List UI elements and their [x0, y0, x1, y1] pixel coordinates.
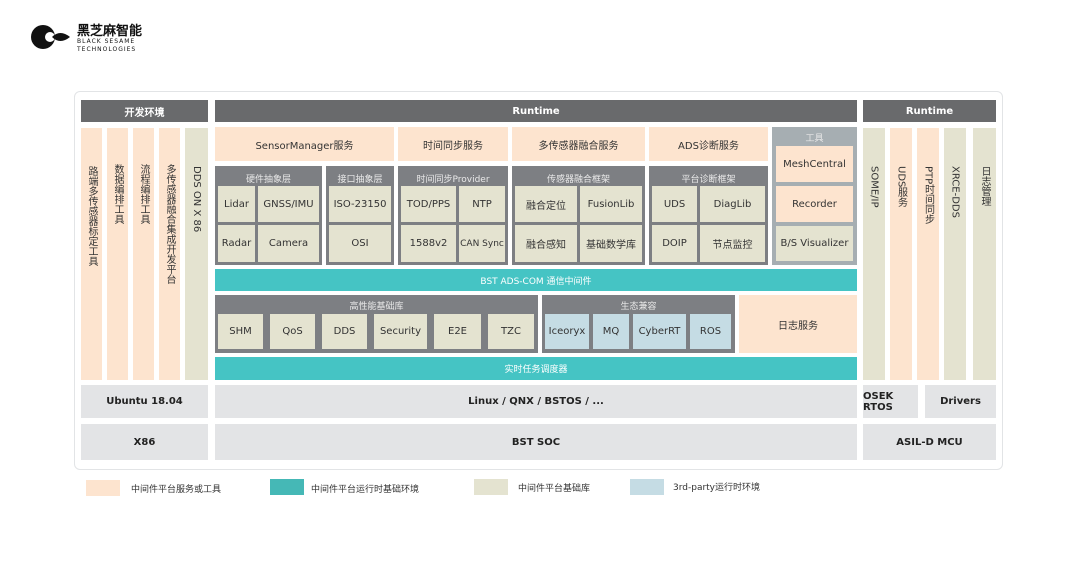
- tool-bs-visualizer: B/S Visualizer: [776, 226, 853, 261]
- left-dds: DDS ON X 86: [185, 128, 208, 380]
- perf-qos: QoS: [270, 314, 315, 349]
- iface-osi: OSI: [329, 225, 391, 262]
- iface-iso23150: ISO-23150: [329, 186, 391, 222]
- perf-group-title: 高性能基础库: [349, 302, 404, 312]
- legend-label-1: 中间件平台运行时基础环境: [311, 485, 420, 495]
- perf-tzc: TZC: [488, 314, 534, 349]
- center-hw: BST SOC: [215, 424, 857, 460]
- fusion-localization: 融合定位: [515, 186, 577, 222]
- legend-swatch-3: [630, 479, 664, 495]
- right-col-log-mgmt: 日志管理: [973, 128, 996, 380]
- legend-swatch-2: [474, 479, 508, 495]
- diag-doip: DOIP: [652, 225, 697, 262]
- diag-node-monitor: 节点监控: [700, 225, 765, 262]
- perf-e2e: E2E: [434, 314, 481, 349]
- right-header: Runtime: [863, 100, 996, 122]
- perf-shm: SHM: [218, 314, 263, 349]
- eco-mq: MQ: [593, 314, 629, 349]
- legend-swatch-0: [86, 480, 120, 496]
- eco-ros: ROS: [690, 314, 731, 349]
- right-hw: ASIL-D MCU: [863, 424, 996, 460]
- eco-iceoryx: Iceoryx: [545, 314, 589, 349]
- legend-swatch-1: [270, 479, 304, 495]
- fusion-group-title: 传感器融合框架: [546, 175, 610, 185]
- left-tool-1: 数据编排工具: [107, 128, 128, 380]
- diag-group-title: 平台诊断框架: [681, 175, 736, 185]
- hal-gnss-imu: GNSS/IMU: [258, 186, 319, 222]
- hal-camera: Camera: [258, 225, 319, 262]
- logo-name-en-1: BLACK SESAME: [77, 38, 136, 45]
- logo-mark-icon: [31, 25, 70, 49]
- left-hw: X86: [81, 424, 208, 460]
- center-header: Runtime: [215, 100, 857, 122]
- fusion-math-lib: 基础数学库: [580, 225, 642, 262]
- tools-group-title: 工具: [805, 134, 824, 144]
- iface-group-title: 接口抽象层: [337, 175, 383, 185]
- hal-group-title: 硬件抽象层: [245, 175, 291, 185]
- legend-label-0: 中间件平台服务或工具: [131, 485, 222, 495]
- logo-name-cn: 黑芝麻智能: [77, 24, 143, 39]
- right-col-ptp: PTP时间同步: [917, 128, 939, 380]
- eco-cyberrt: CyberRT: [633, 314, 686, 349]
- timesync-ntp: NTP: [459, 186, 505, 222]
- service-fusion: 多传感器融合服务: [512, 127, 645, 161]
- left-os: Ubuntu 18.04: [81, 385, 208, 418]
- center-os: Linux / QNX / BSTOS / ...: [215, 385, 857, 418]
- right-drivers: Drivers: [925, 385, 996, 418]
- perf-security: Security: [374, 314, 427, 349]
- timesync-can-sync: CAN Sync: [459, 225, 505, 262]
- hal-radar: Radar: [218, 225, 255, 262]
- timesync-1588v2: 1588v2: [401, 225, 456, 262]
- right-os: OSEK RTOS: [863, 385, 918, 418]
- eco-group-title: 生态兼容: [620, 302, 657, 312]
- timesync-group-title: 时间同步Provider: [416, 175, 490, 185]
- tool-meshcentral: MeshCentral: [776, 146, 853, 182]
- service-sensor-manager: SensorManager服务: [215, 127, 394, 161]
- comm-middleware-bar: BST ADS-COM 通信中间件: [215, 269, 857, 291]
- fusion-perception: 融合感知: [515, 225, 577, 262]
- left-tool-2: 流程编排工具: [133, 128, 154, 380]
- service-time-sync: 时间同步服务: [398, 127, 508, 161]
- timesync-tod-pps: TOD/PPS: [401, 186, 456, 222]
- tool-recorder: Recorder: [776, 186, 853, 222]
- hal-lidar: Lidar: [218, 186, 255, 222]
- perf-dds: DDS: [322, 314, 367, 349]
- rt-scheduler-bar: 实时任务调度器: [215, 357, 857, 380]
- log-service: 日志服务: [739, 295, 857, 353]
- legend-label-3: 3rd-party运行时环境: [673, 483, 761, 493]
- right-col-someip: SOME/IP: [863, 128, 885, 380]
- diag-uds: UDS: [652, 186, 697, 222]
- legend-label-2: 中间件平台基础库: [518, 484, 591, 494]
- left-tool-3: 多传感器融合集成开发平台: [159, 128, 180, 380]
- right-col-xrce-dds: XRCE-DDS: [944, 128, 966, 380]
- left-tool-0: 路端多传感器标定工具: [81, 128, 102, 380]
- diag-diaglib: DiagLib: [700, 186, 765, 222]
- right-col-uds: UDS服务: [890, 128, 912, 380]
- left-header: 开发环境: [81, 100, 208, 122]
- logo-name-en-2: TECHNOLOGIES: [77, 46, 137, 53]
- service-ads-diag: ADS诊断服务: [649, 127, 768, 161]
- fusion-lib: FusionLib: [580, 186, 642, 222]
- logo: 黑芝麻智能 BLACK SESAME TECHNOLOGIES: [30, 20, 160, 56]
